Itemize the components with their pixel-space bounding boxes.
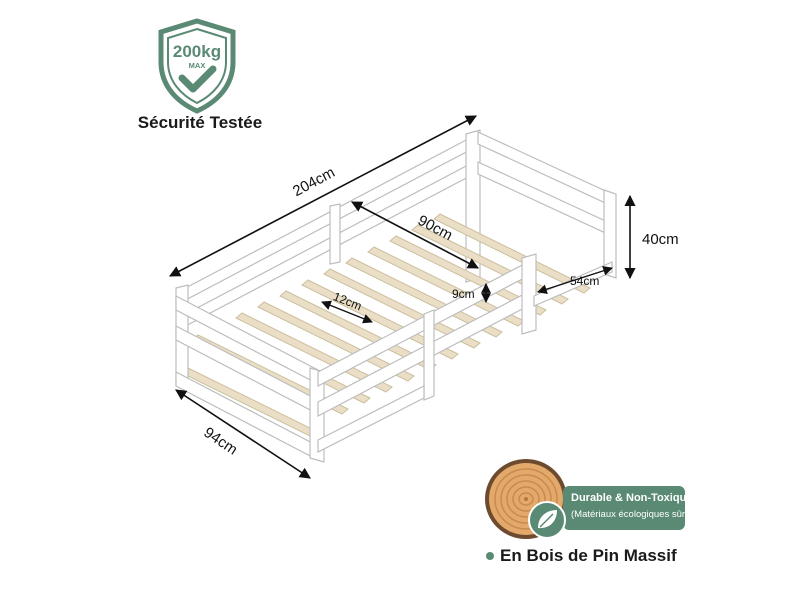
eco-title: Durable & Non-Toxique [571,492,693,504]
material-row: En Bois de Pin Massif [486,544,677,568]
leaf-icon [528,501,566,539]
eco-badge: Durable & Non-Toxique (Matériaux écologi… [563,486,693,530]
material-label: En Bois de Pin Massif [500,546,677,565]
dimension-line-length [169,115,477,277]
badge-limit: MAX [189,61,206,70]
bed-frame-back [177,129,617,331]
dimension-length: 204cm [290,164,338,200]
dimension-line-width [175,389,311,479]
checkmark-icon [178,65,217,93]
dimension-line-slat-gap [321,300,373,324]
shield-badge: 200kg MAX [158,18,236,114]
dimension-slat-gap: 12cm [331,289,363,313]
dimension-rail-gap: 9cm [452,287,475,301]
dimension-opening: 54cm [570,274,599,288]
dimension-line-opening [537,266,613,294]
eco-subtitle: (Matériaux écologiques sûrs) [571,509,693,520]
badge-weight: 200kg [173,42,221,61]
bullet-icon [486,552,494,560]
dimension-height: 40cm [642,231,679,248]
dimension-line-inner-length [351,201,479,269]
